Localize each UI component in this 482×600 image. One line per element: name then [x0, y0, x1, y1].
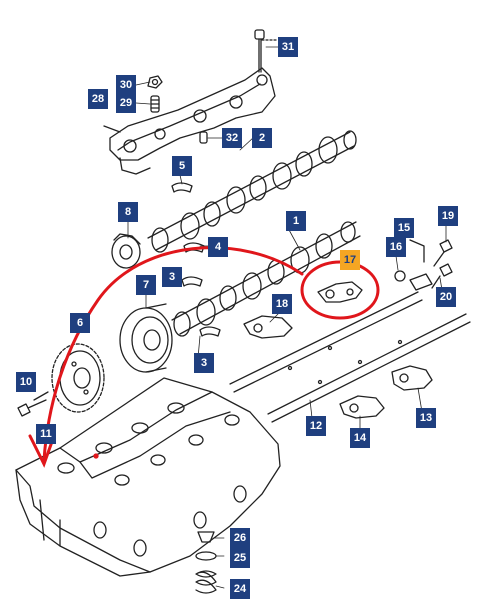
stud-29-icon	[150, 95, 160, 113]
callout-28: 28	[88, 89, 108, 109]
washer-16-icon	[394, 270, 406, 282]
rocker-arm-14-icon	[339, 395, 385, 419]
callout-7: 7	[136, 275, 156, 295]
callout-29: 29	[116, 93, 136, 113]
callout-20: 20	[436, 287, 456, 307]
bolt-19-icon	[433, 239, 453, 267]
bolt-20-icon	[431, 263, 453, 289]
bearing-shell-5-icon	[171, 182, 193, 193]
callout-24: 24	[230, 579, 250, 599]
bolt-11-icon	[33, 391, 49, 401]
pulley-7-icon	[119, 303, 173, 373]
callout-13: 13	[416, 408, 436, 428]
spring-retainer-25-icon	[195, 551, 217, 561]
rocker-shaft-12-icon	[229, 291, 471, 423]
rocker-arm-17-icon	[317, 281, 363, 303]
gear-hub-8-icon	[111, 233, 141, 269]
upper-bearing-cap-assembly	[103, 67, 276, 175]
camshaft-2-icon	[147, 130, 357, 253]
callout-11: 11	[36, 424, 56, 444]
callout-3-upper: 3	[162, 267, 182, 287]
callout-4: 4	[208, 237, 228, 257]
valve-keeper-26-icon	[197, 531, 215, 543]
callout-31: 31	[278, 37, 298, 57]
callout-16: 16	[386, 237, 406, 257]
bearing-shell-3-icon	[181, 276, 221, 337]
shaft-end-cap-icon	[409, 239, 433, 291]
callout-26: 26	[230, 528, 250, 548]
bolt-31-icon	[254, 29, 278, 73]
red-curved-arrow	[28, 246, 304, 468]
callout-1: 1	[286, 211, 306, 231]
callout-17-highlighted: 17	[340, 250, 360, 270]
callout-18: 18	[272, 294, 292, 314]
spring-24-icon	[195, 570, 217, 594]
callout-15: 15	[394, 218, 414, 238]
callout-5: 5	[172, 156, 192, 176]
callout-6: 6	[70, 313, 90, 333]
callout-10: 10	[16, 372, 36, 392]
callout-19: 19	[438, 206, 458, 226]
callout-3-lower: 3	[194, 353, 214, 373]
bolt-10-icon	[17, 399, 47, 417]
callout-32: 32	[222, 128, 242, 148]
callout-2: 2	[252, 128, 272, 148]
nut-30-icon	[147, 75, 163, 89]
callout-8: 8	[118, 202, 138, 222]
red-annotation-circle	[300, 260, 380, 320]
callout-30: 30	[116, 75, 136, 95]
rocker-arm-18-icon	[243, 315, 293, 339]
callout-25: 25	[230, 548, 250, 568]
callout-14: 14	[350, 428, 370, 448]
rocker-arm-13-icon	[391, 365, 433, 391]
dowel-32-icon	[199, 131, 208, 144]
callout-12: 12	[306, 416, 326, 436]
cylinder-head-icon	[15, 377, 281, 577]
camshaft-1-icon	[171, 221, 361, 337]
